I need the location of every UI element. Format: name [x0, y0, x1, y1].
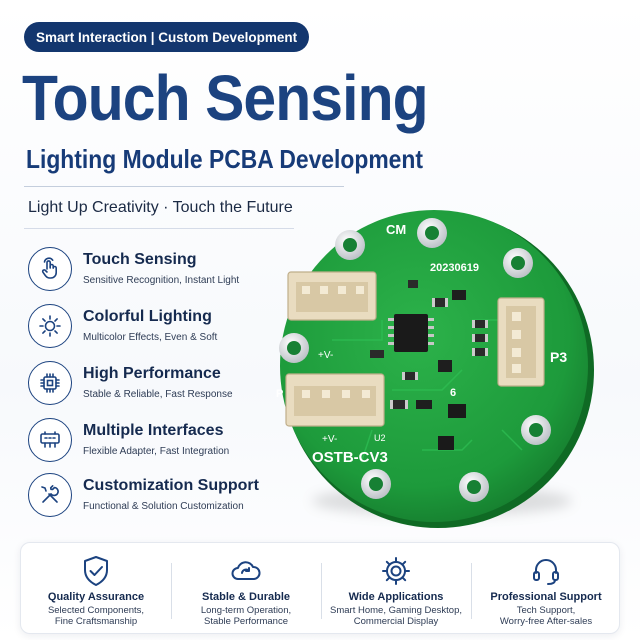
benefit-title: Stable & Durable — [201, 591, 291, 603]
feature-desc: Flexible Adapter, Fast Integration — [83, 446, 230, 457]
sun-icon — [28, 304, 72, 348]
benefit-item: Wide Applications Smart Home, Gaming Des… — [321, 543, 471, 635]
pcb-board-image: CM 20230619 P3 P OSTB-CV3 U2 +V- +V- 6 — [276, 210, 594, 528]
feature-item: Customization Support Functional & Solut… — [24, 470, 294, 520]
smd-components — [370, 280, 488, 450]
benefit-divider — [171, 563, 172, 619]
pcb-label-p: P — [276, 388, 283, 400]
feature-desc: Multicolor Effects, Even & Soft — [83, 332, 218, 343]
benefit-title: Professional Support — [490, 591, 602, 603]
benefit-desc-line: Tech Support, — [516, 605, 576, 616]
feature-title: Colorful Lighting — [83, 308, 212, 325]
header-divider — [24, 186, 344, 187]
benefit-desc-line: Worry-free After-sales — [499, 616, 593, 627]
feature-item: High Performance Stable & Reliable, Fast… — [24, 358, 294, 408]
cloud-sync-icon — [231, 561, 261, 580]
pcb-label-6: 6 — [450, 387, 456, 399]
touch-hand-icon — [28, 247, 72, 291]
tagline: Light Up Creativity · Touch the Future — [28, 199, 293, 216]
page-title: Touch Sensing — [22, 62, 429, 134]
feature-title: Multiple Interfaces — [83, 422, 224, 439]
pcb-label-cm: CM — [386, 222, 406, 237]
benefit-divider — [471, 563, 472, 619]
benefit-desc-line: Long-term Operation, — [200, 605, 292, 616]
page-subtitle: Lighting Module PCBA Development — [26, 144, 424, 174]
pcb-label-v2: +V- — [322, 434, 337, 445]
benefit-desc-line: Smart Home, Gaming Desktop, — [330, 605, 462, 616]
shield-check-icon — [84, 556, 108, 586]
feature-item: Colorful Lighting Multicolor Effects, Ev… — [24, 301, 294, 351]
mounting-holes — [279, 218, 551, 502]
pcb-label-board: OSTB-CV3 — [312, 449, 388, 466]
feature-desc: Sensitive Recognition, Instant Light — [83, 275, 240, 286]
benefit-divider — [321, 563, 322, 619]
connector-right — [497, 297, 545, 387]
ic-chip — [388, 314, 434, 352]
feature-title: Customization Support — [83, 477, 259, 494]
header-badge: Smart Interaction | Custom Development — [24, 22, 310, 52]
benefit-desc: Long-term Operation,Stable Performance — [171, 605, 321, 627]
gear-icon — [382, 557, 410, 585]
benefit-desc: Smart Home, Gaming Desktop,Commercial Di… — [321, 605, 471, 627]
benefit-desc: Selected Components,Fine Craftsmanship — [21, 605, 171, 627]
connector-middle — [285, 373, 385, 427]
tools-icon — [28, 473, 72, 517]
pcb-label-u2: U2 — [374, 433, 386, 443]
feature-item: Multiple Interfaces Flexible Adapter, Fa… — [24, 415, 294, 465]
feature-desc: Stable & Reliable, Fast Response — [83, 389, 233, 400]
tagline-divider — [24, 228, 294, 229]
headset-icon — [533, 559, 559, 585]
feature-title: Touch Sensing — [83, 251, 197, 268]
benefit-title: Quality Assurance — [47, 591, 145, 603]
connector-icon — [28, 418, 72, 462]
pcb-label-p3: P3 — [550, 349, 567, 365]
benefit-desc-line: Fine Craftsmanship — [54, 616, 138, 627]
connector-top — [287, 271, 377, 321]
benefit-item: Quality Assurance Selected Components,Fi… — [21, 543, 171, 635]
benefit-desc-line: Stable Performance — [204, 616, 288, 627]
benefit-item: Stable & Durable Long-term Operation,Sta… — [171, 543, 321, 635]
feature-desc: Functional & Solution Customization — [83, 501, 244, 512]
benefit-item: Professional Support Tech Support,Worry-… — [471, 543, 621, 635]
feature-title: High Performance — [83, 365, 221, 382]
benefit-desc-line: Commercial Display — [353, 616, 439, 627]
chip-icon — [28, 361, 72, 405]
header-badge-text: Smart Interaction | Custom Development — [36, 29, 298, 45]
benefit-desc: Tech Support,Worry-free After-sales — [471, 605, 621, 627]
feature-item: Touch Sensing Sensitive Recognition, Ins… — [24, 244, 294, 294]
benefit-desc-line: Selected Components, — [47, 605, 145, 616]
benefit-title: Wide Applications — [348, 591, 444, 603]
pcb-label-date: 20230619 — [430, 262, 479, 274]
benefits-bar: Quality Assurance Selected Components,Fi… — [20, 542, 620, 634]
pcb-label-v: +V- — [318, 350, 333, 361]
